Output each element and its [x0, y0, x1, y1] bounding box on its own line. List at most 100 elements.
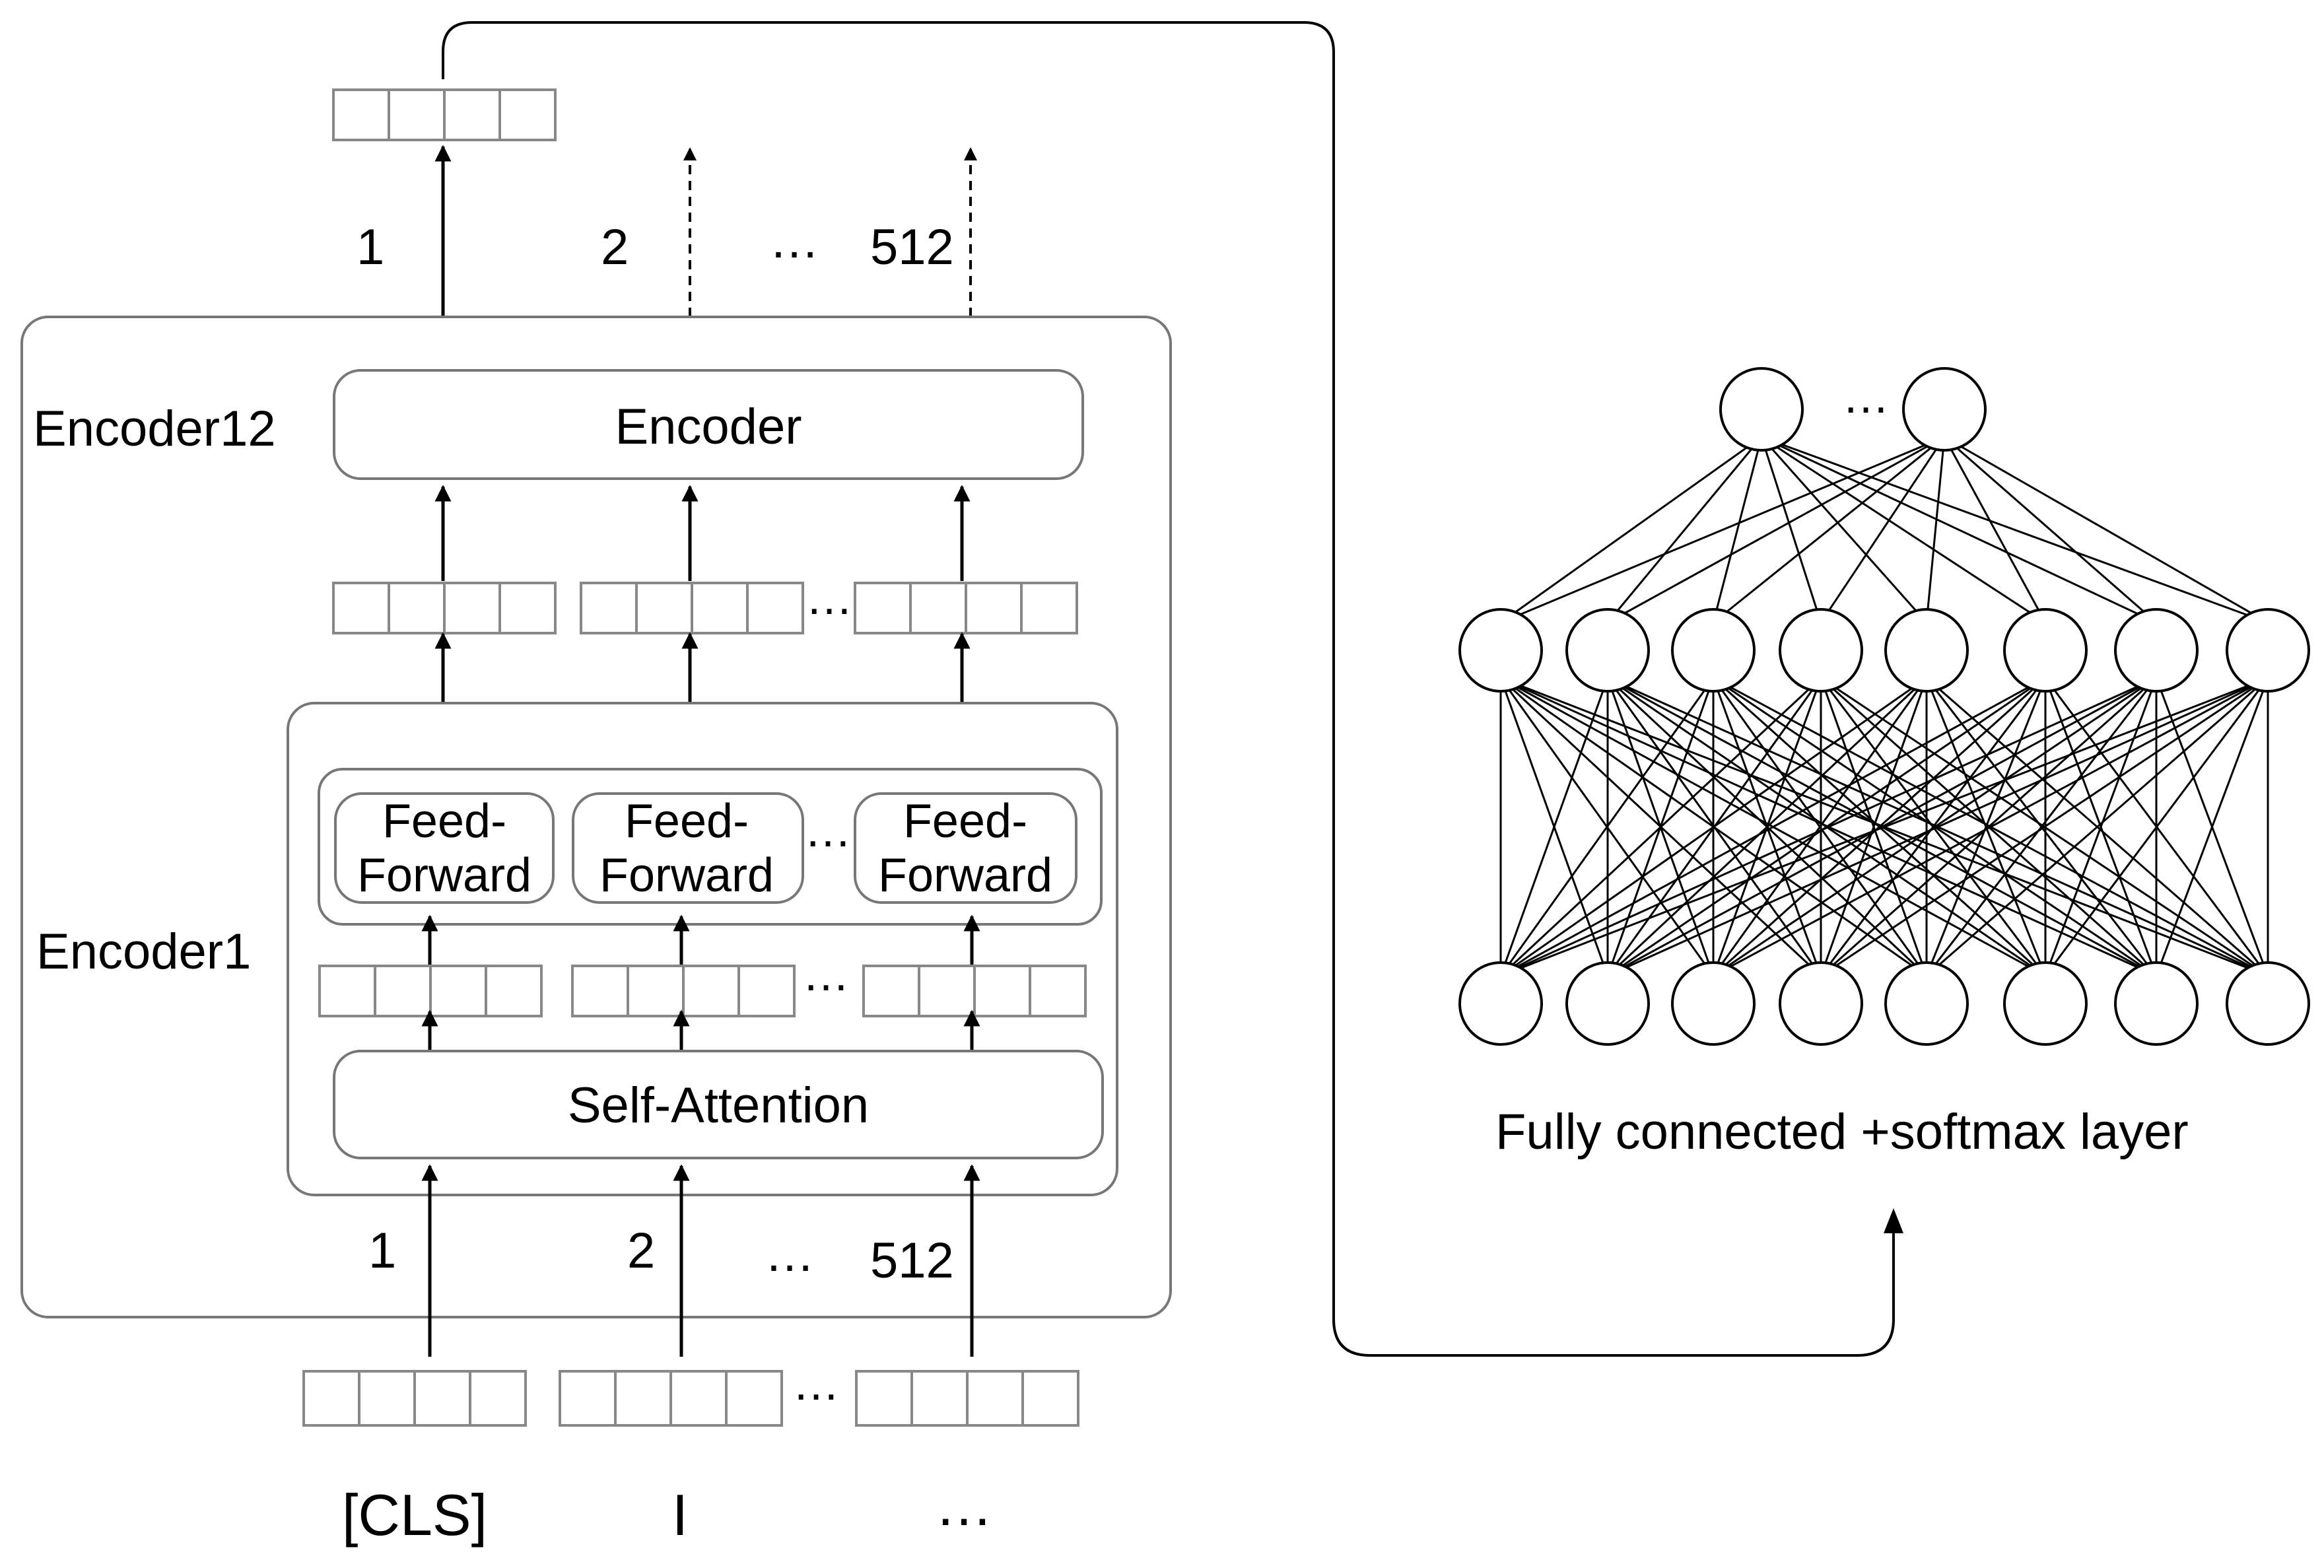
- fc-edge-bottom-hidden: [1499, 677, 1822, 977]
- fc-hidden-node: [2114, 608, 2199, 693]
- fc-edge-bottom-hidden: [1926, 677, 2269, 977]
- fc-edge-bottom-hidden: [1712, 677, 1928, 976]
- fc-hidden-node: [1779, 608, 1863, 693]
- self-attention-block: [333, 1050, 1104, 1159]
- fc-edge-hidden-top: [1943, 436, 2047, 623]
- fc-edge-hidden-top: [1761, 436, 2046, 624]
- fc-input-node: [2114, 961, 2199, 1046]
- fc-edge-hidden-top: [1761, 436, 2269, 624]
- fc-edge-bottom-hidden: [2044, 677, 2269, 976]
- fc-edge-bottom-hidden: [1606, 677, 1928, 977]
- fc-edge-bottom-hidden: [2155, 677, 2269, 976]
- feed-forward-512: [854, 792, 1077, 904]
- fc-input-node: [1884, 961, 1969, 1046]
- fc-edge-hidden-top: [1712, 436, 1763, 623]
- fc-edge-hidden-top: [1944, 436, 2269, 624]
- fc-edge-hidden-top: [1500, 436, 1945, 624]
- fc-edge-hidden-top: [1606, 436, 1763, 623]
- output-ellipsis: …: [769, 213, 819, 269]
- fc-edge-hidden-top: [1713, 436, 1945, 624]
- fc-edge-bottom-hidden: [1820, 677, 1928, 976]
- fc-edge-hidden-top: [1607, 436, 1945, 624]
- feed-forward-1-line2: Forward: [357, 849, 531, 902]
- input-vector-ellipsis: …: [792, 1357, 840, 1410]
- feed-forward-2: [572, 792, 804, 904]
- fc-edge-bottom-hidden: [1500, 677, 2046, 977]
- inner-vector-2: [571, 965, 796, 1017]
- token-cls: [CLS]: [342, 1482, 487, 1548]
- feed-forward-512-line2: Forward: [878, 849, 1052, 902]
- fc-input-node: [1671, 961, 1756, 1046]
- mid-vector-1: [332, 582, 557, 634]
- encoder-block-label: Encoder: [615, 399, 802, 455]
- input-ellipsis: …: [765, 1226, 815, 1282]
- fc-edge-bottom-hidden: [1712, 677, 2047, 977]
- feed-forward-ellipsis: …: [804, 804, 852, 857]
- inner-vector-1: [318, 965, 543, 1017]
- fc-hidden-node: [1671, 608, 1756, 693]
- inner-vector-ellipsis: …: [802, 948, 850, 1001]
- route-arrow-head: [1884, 1208, 1903, 1233]
- route-connector: [442, 21, 1895, 1357]
- fc-hidden-node: [2226, 608, 2310, 693]
- fc-edge-hidden-top: [1944, 436, 2157, 624]
- fc-edge-bottom-hidden: [1500, 677, 2157, 977]
- fc-hidden-node: [1458, 608, 1543, 693]
- fc-edge-bottom-hidden: [1499, 677, 1715, 976]
- fc-input-node: [2226, 961, 2310, 1046]
- fully-connected-network: [1458, 367, 2310, 1046]
- feed-forward-2-line1: Feed-: [625, 795, 749, 848]
- fc-edge-hidden-top: [1760, 436, 1928, 623]
- fc-input-node: [1565, 961, 1650, 1046]
- fc-hidden-node: [1884, 608, 1969, 693]
- mid-vector-ellipsis: …: [805, 572, 853, 625]
- fc-hidden-node: [2003, 608, 2088, 693]
- input-position-512: 512: [870, 1233, 954, 1289]
- fc-edge-hidden-top: [1761, 436, 2157, 624]
- fc-top-ellipsis: …: [1842, 370, 1890, 423]
- mid-vector-512: [854, 582, 1078, 634]
- fc-hidden-node: [1565, 608, 1650, 693]
- input-position-1: 1: [368, 1223, 396, 1279]
- fc-edge-bottom-hidden: [1820, 677, 2269, 977]
- output-position-2: 2: [601, 219, 629, 275]
- fc-edge-bottom-hidden: [1500, 677, 1927, 977]
- fc-edge-hidden-top: [1925, 436, 1946, 623]
- input-vector-i: [559, 1370, 783, 1427]
- output-position-512: 512: [870, 219, 954, 275]
- feed-forward-1: [334, 792, 555, 904]
- feed-forward-1-line1: Feed-: [382, 795, 506, 848]
- fc-output-node: [1719, 367, 1804, 452]
- token-ellipsis: …: [935, 1472, 993, 1538]
- encoder1-label: Encoder1: [36, 924, 251, 980]
- input-vector-cls: [302, 1370, 527, 1427]
- feed-forward-2-line2: Forward: [599, 849, 774, 902]
- output-cls-vector: [332, 88, 557, 141]
- output-position-1: 1: [357, 219, 384, 275]
- fc-edge-bottom-hidden: [1499, 677, 1609, 976]
- fc-edge-bottom-hidden: [1500, 677, 2269, 977]
- fc-caption: Fully connected +softmax layer: [1495, 1104, 2189, 1160]
- encoder12-label: Encoder12: [33, 401, 276, 457]
- self-attention-label: Self-Attention: [568, 1077, 869, 1134]
- token-i: I: [672, 1482, 688, 1548]
- feed-forward-512-line1: Feed-: [903, 795, 1027, 848]
- fc-edge-bottom-hidden: [1713, 677, 2269, 977]
- input-vector-ellipsis-token: [855, 1370, 1079, 1427]
- fc-edge-bottom-hidden: [1713, 677, 2157, 977]
- inner-vector-512: [862, 965, 1087, 1017]
- fc-input-node: [1458, 961, 1543, 1046]
- fc-output-node: [1902, 367, 1987, 452]
- fc-edge-bottom-hidden: [1607, 677, 2269, 977]
- input-position-2: 2: [627, 1223, 655, 1279]
- fc-input-node: [2003, 961, 2088, 1046]
- fc-edge-hidden-top: [1760, 436, 1822, 623]
- fc-edge-bottom-hidden: [1925, 677, 2158, 976]
- fc-edge-hidden-top: [1500, 436, 1762, 624]
- fc-edge-hidden-top: [1820, 436, 1946, 623]
- fc-input-node: [1779, 961, 1863, 1046]
- mid-vector-2: [580, 582, 804, 634]
- fc-edge-bottom-hidden: [1925, 677, 2047, 976]
- encoder-block: [333, 369, 1084, 480]
